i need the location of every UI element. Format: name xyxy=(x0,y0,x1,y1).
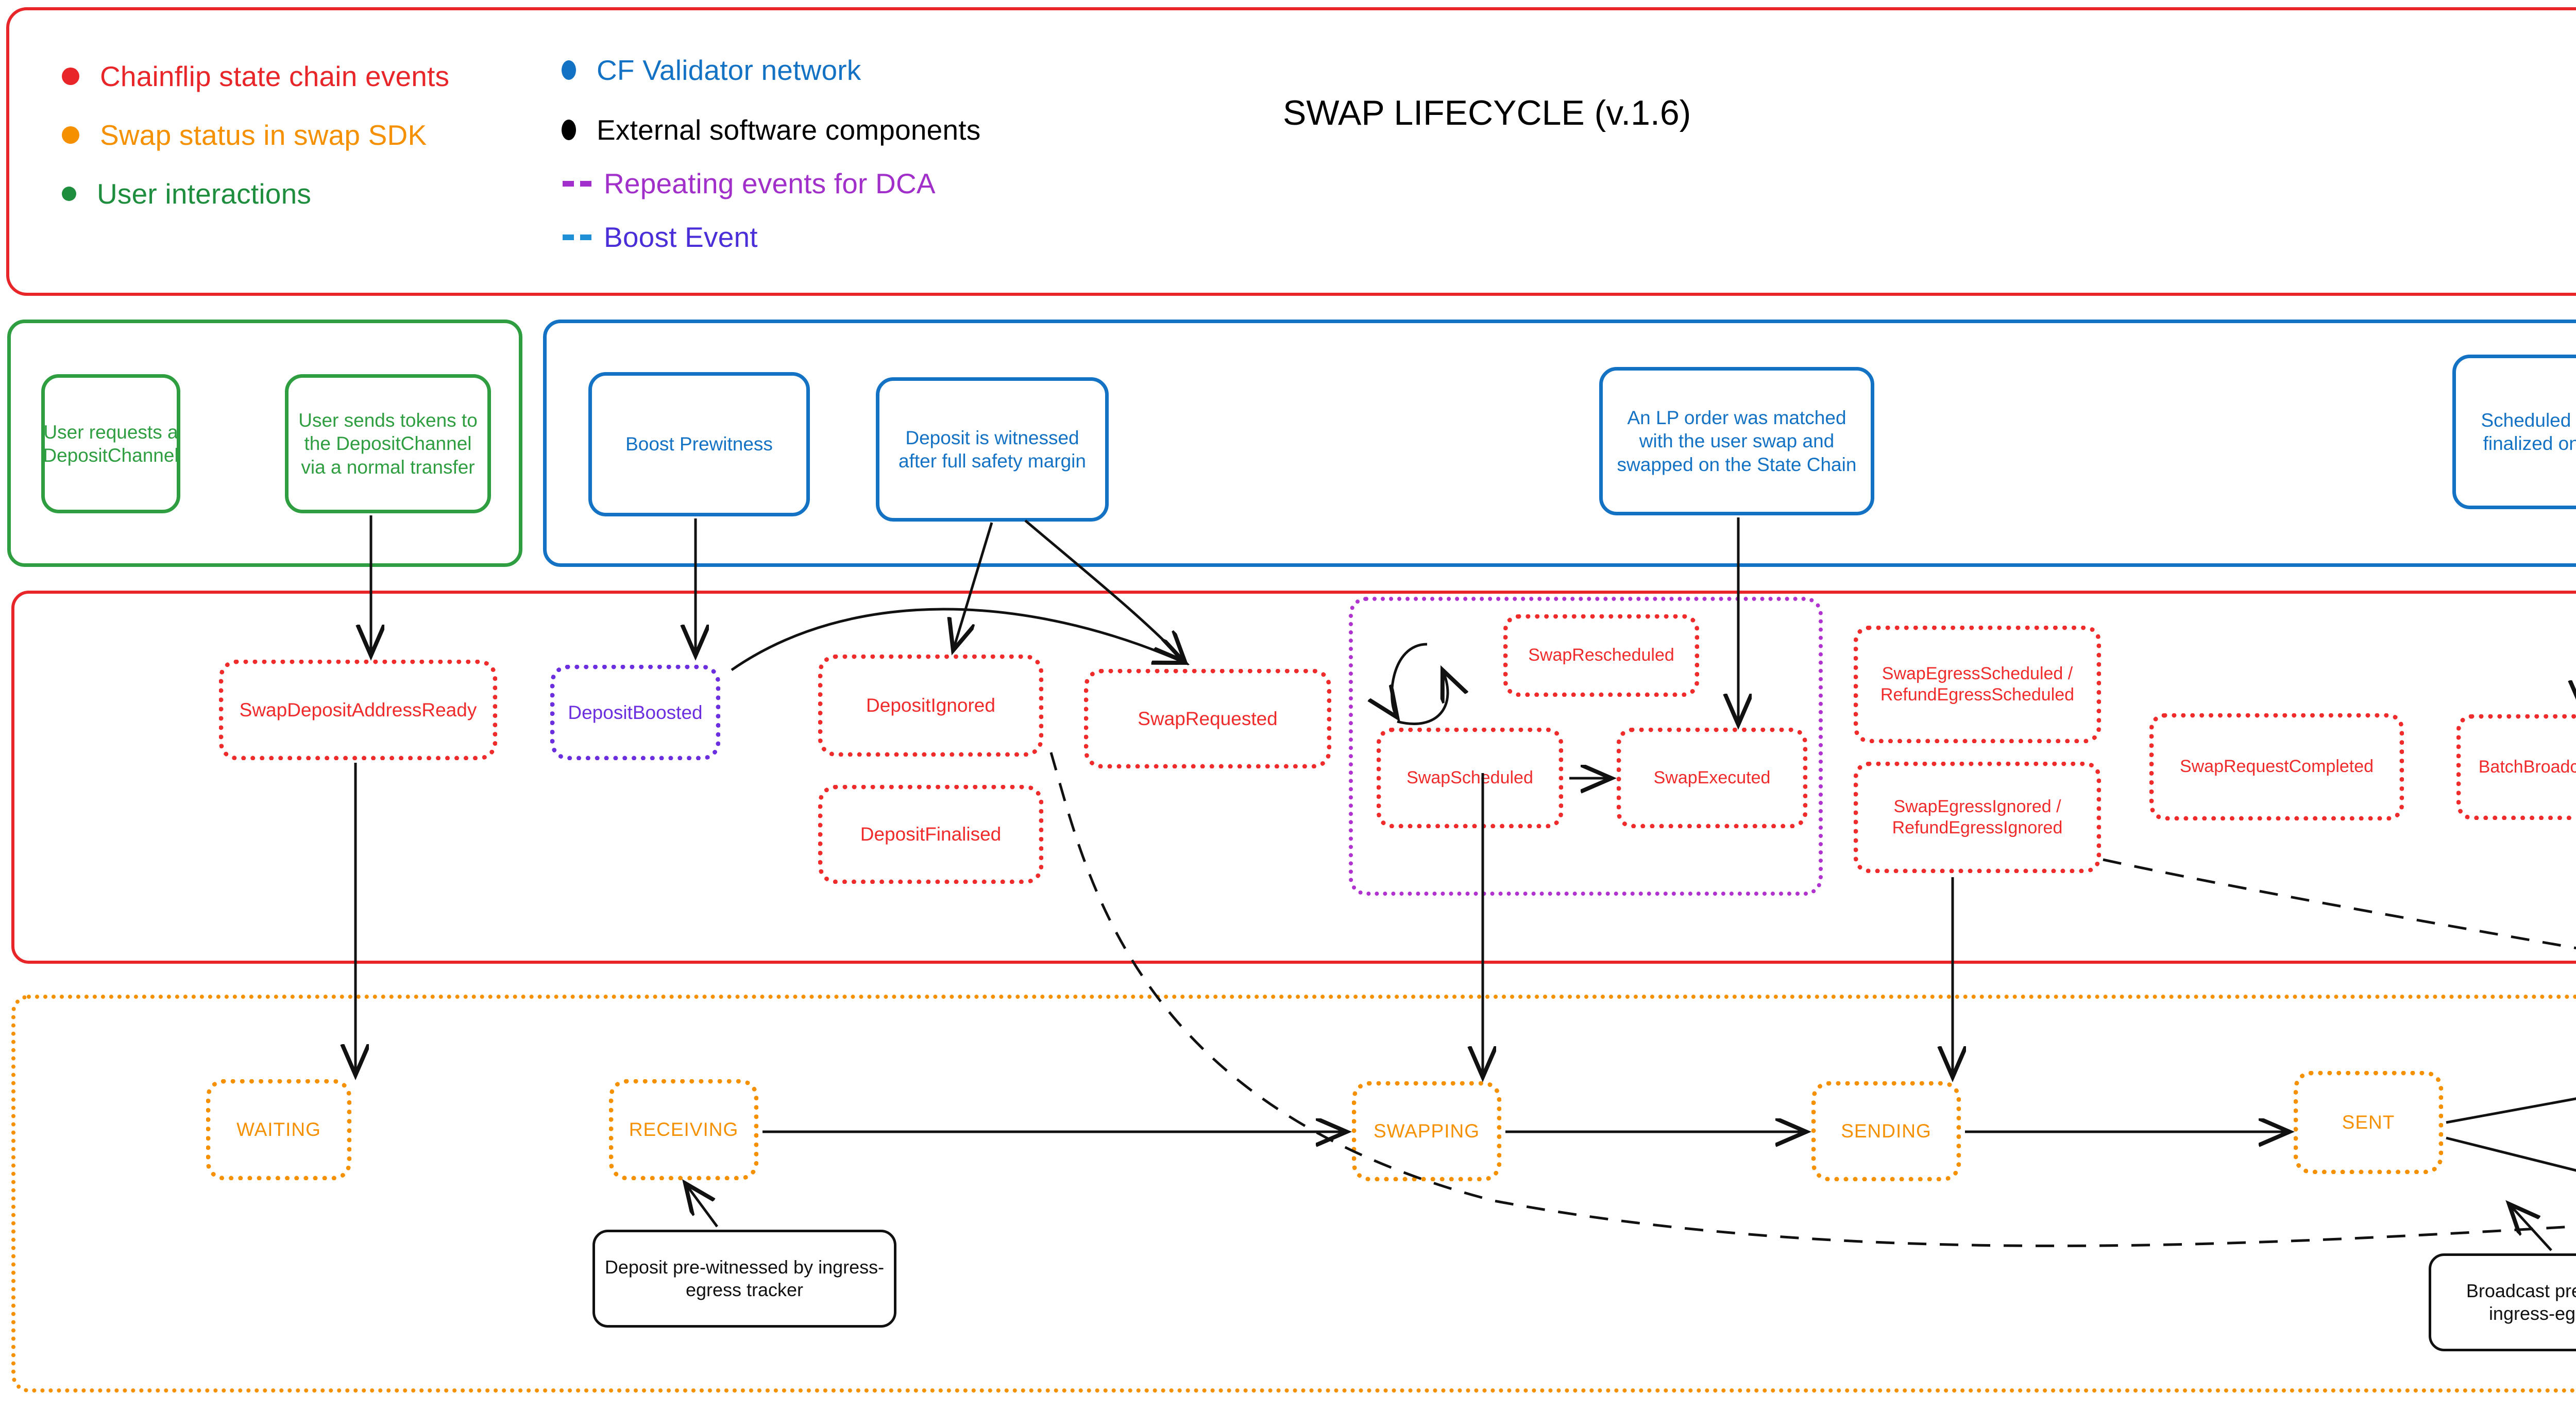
node-swapscheduled[interactable]: SwapScheduled xyxy=(1377,728,1563,828)
node-user-requests-depositchannel[interactable]: User requests a DepositChannel xyxy=(41,374,180,513)
node-status-receiving[interactable]: RECEIVING xyxy=(609,1079,758,1180)
node-label: DepositBoosted xyxy=(568,701,703,723)
node-scheduled-egresses-finalized[interactable]: Scheduled egresses are finalized on Stat… xyxy=(2452,355,2576,509)
legend-label: External software components xyxy=(597,114,981,146)
node-boost-prewitness[interactable]: Boost Prewitness xyxy=(588,372,810,516)
node-label: SwapScheduled xyxy=(1406,767,1533,787)
legend-item-boost-event: Boost Event xyxy=(562,212,980,262)
note-label: Deposit pre-witnessed by ingress-egress … xyxy=(604,1256,885,1300)
legend-dot-icon xyxy=(62,68,79,85)
node-status-sending[interactable]: SENDING xyxy=(1811,1081,1961,1181)
legend-item-external-components: External software components xyxy=(562,105,980,155)
legend-dot-icon xyxy=(62,187,76,201)
legend-dot-icon xyxy=(62,126,79,144)
legend-column-right: CF Validator network External software c… xyxy=(562,45,980,262)
node-label: WAITING xyxy=(236,1119,321,1141)
node-label: SwapRequested xyxy=(1138,708,1278,729)
node-label: SWAPPING xyxy=(1373,1120,1480,1142)
note-label: Broadcast pre-witnessed by ingress-egres… xyxy=(2466,1280,2576,1324)
note-broadcast-prewitnessed: Broadcast pre-witnessed by ingress-egres… xyxy=(2429,1253,2576,1351)
legend-label: Repeating events for DCA xyxy=(604,167,936,199)
node-label: DepositIgnored xyxy=(866,695,995,716)
legend-item-user-interactions: User interactions xyxy=(62,169,449,219)
node-label: SwapRequestCompleted xyxy=(2179,757,2374,777)
legend-item-swap-sdk: Swap status in swap SDK xyxy=(62,110,449,160)
node-swaprequested[interactable]: SwapRequested xyxy=(1084,669,1331,768)
node-label: DepositFinalised xyxy=(860,824,1002,845)
node-deposit-witnessed[interactable]: Deposit is witnessed after full safety m… xyxy=(876,377,1109,522)
node-label: SwapEgressScheduled / RefundEgressSchedu… xyxy=(1880,663,2075,705)
legend-label: CF Validator network xyxy=(597,54,861,86)
page-title: SWAP LIFECYCLE (v.1.6) xyxy=(1283,93,1691,132)
legend-item-repeating-dca: Repeating events for DCA xyxy=(562,159,980,208)
node-label: SwapEgressIgnored / RefundEgressIgnored xyxy=(1892,796,2063,837)
node-status-waiting[interactable]: WAITING xyxy=(206,1079,351,1180)
node-label: SwapExecuted xyxy=(1653,767,1771,787)
legend-dot-icon xyxy=(562,60,576,80)
legend-label: Swap status in swap SDK xyxy=(100,119,427,151)
node-label: Deposit is witnessed after full safety m… xyxy=(899,427,1086,472)
node-label: User requests a DepositChannel xyxy=(43,421,179,466)
node-depositfinalised[interactable]: DepositFinalised xyxy=(818,785,1043,884)
legend-label: Chainflip state chain events xyxy=(100,60,450,92)
node-label: SwapDepositAddressReady xyxy=(239,699,477,720)
node-label: Scheduled egresses are finalized on Stat… xyxy=(2481,409,2576,454)
node-depositboosted[interactable]: DepositBoosted xyxy=(550,665,720,760)
legend-panel xyxy=(6,7,2576,296)
legend-dash-icon xyxy=(563,234,591,240)
node-label: BatchBroadcastRequested xyxy=(2478,757,2576,777)
legend-item-state-chain: Chainflip state chain events xyxy=(62,52,449,101)
node-batchbroadcastrequested[interactable]: BatchBroadcastRequested xyxy=(2456,714,2576,820)
legend-dot-icon xyxy=(562,120,576,140)
node-swaprescheduled[interactable]: SwapRescheduled xyxy=(1503,614,1699,697)
note-deposit-prewitnessed: Deposit pre-witnessed by ingress-egress … xyxy=(592,1230,896,1328)
node-depositignored[interactable]: DepositIgnored xyxy=(818,655,1043,757)
node-status-swapping[interactable]: SWAPPING xyxy=(1352,1081,1501,1181)
user-interactions-band xyxy=(7,320,522,567)
legend-label: Boost Event xyxy=(604,221,758,253)
node-swapexecuted[interactable]: SwapExecuted xyxy=(1617,728,1807,828)
swap-sdk-status-band xyxy=(11,995,2576,1393)
node-label: An LP order was matched with the user sw… xyxy=(1617,407,1857,475)
node-swapegressignored[interactable]: SwapEgressIgnored / RefundEgressIgnored xyxy=(1854,762,2101,873)
node-label: User sends tokens to the DepositChannel … xyxy=(298,410,478,478)
node-status-sent[interactable]: SENT xyxy=(2294,1071,2443,1174)
node-label: RECEIVING xyxy=(629,1119,739,1141)
node-label: SENT xyxy=(2342,1112,2395,1133)
legend-label: User interactions xyxy=(97,178,312,210)
node-lp-order-matched[interactable]: An LP order was matched with the user sw… xyxy=(1599,367,1874,515)
node-swapegressscheduled[interactable]: SwapEgressScheduled / RefundEgressSchedu… xyxy=(1854,626,2101,743)
node-label: SENDING xyxy=(1841,1120,1931,1142)
legend-column-left: Chainflip state chain events Swap status… xyxy=(62,52,449,219)
node-swapdepositaddressready[interactable]: SwapDepositAddressReady xyxy=(219,660,497,760)
node-label: Boost Prewitness xyxy=(625,433,773,455)
node-label: SwapRescheduled xyxy=(1528,645,1674,665)
cf-validator-network-band xyxy=(543,320,2576,567)
legend-item-validator-network: CF Validator network xyxy=(562,45,980,95)
node-user-sends-tokens[interactable]: User sends tokens to the DepositChannel … xyxy=(285,374,491,513)
legend-dash-icon xyxy=(563,180,591,187)
node-swaprequestcompleted[interactable]: SwapRequestCompleted xyxy=(2149,713,2404,820)
